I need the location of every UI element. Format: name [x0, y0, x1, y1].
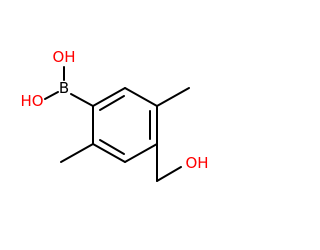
boron-atom-label: B: [59, 79, 69, 97]
molecule-canvas: B OH HO OH: [20, 48, 209, 182]
ring-double-bond-inner-lower-left: [99, 139, 125, 155]
methyl-bond-bottom: [60, 143, 94, 163]
ring-bond-c4-c5: [92, 143, 126, 163]
bond-boron-to-oh-left: [44, 91, 59, 100]
boron-hydroxyl-top-label: OH: [52, 48, 75, 66]
structure-diagram: B OH HO OH: [20, 48, 209, 182]
methyl-bond-top: [156, 87, 190, 107]
substituent-bonds: [44, 66, 190, 182]
ring-bond-c6-c1: [92, 87, 126, 107]
ring-bond-c3-c4: [124, 143, 158, 163]
hydroxymethyl-oh-label: OH: [185, 154, 208, 172]
benzene-ring: [92, 87, 158, 163]
ring-double-bond-inner-upper-left: [99, 95, 125, 111]
boron-hydroxyl-left-label: HO: [20, 92, 43, 110]
ring-bond-c1-c2: [124, 87, 158, 107]
bond-ch2-to-oh: [156, 166, 182, 182]
bond-ring-to-boron: [70, 93, 94, 107]
